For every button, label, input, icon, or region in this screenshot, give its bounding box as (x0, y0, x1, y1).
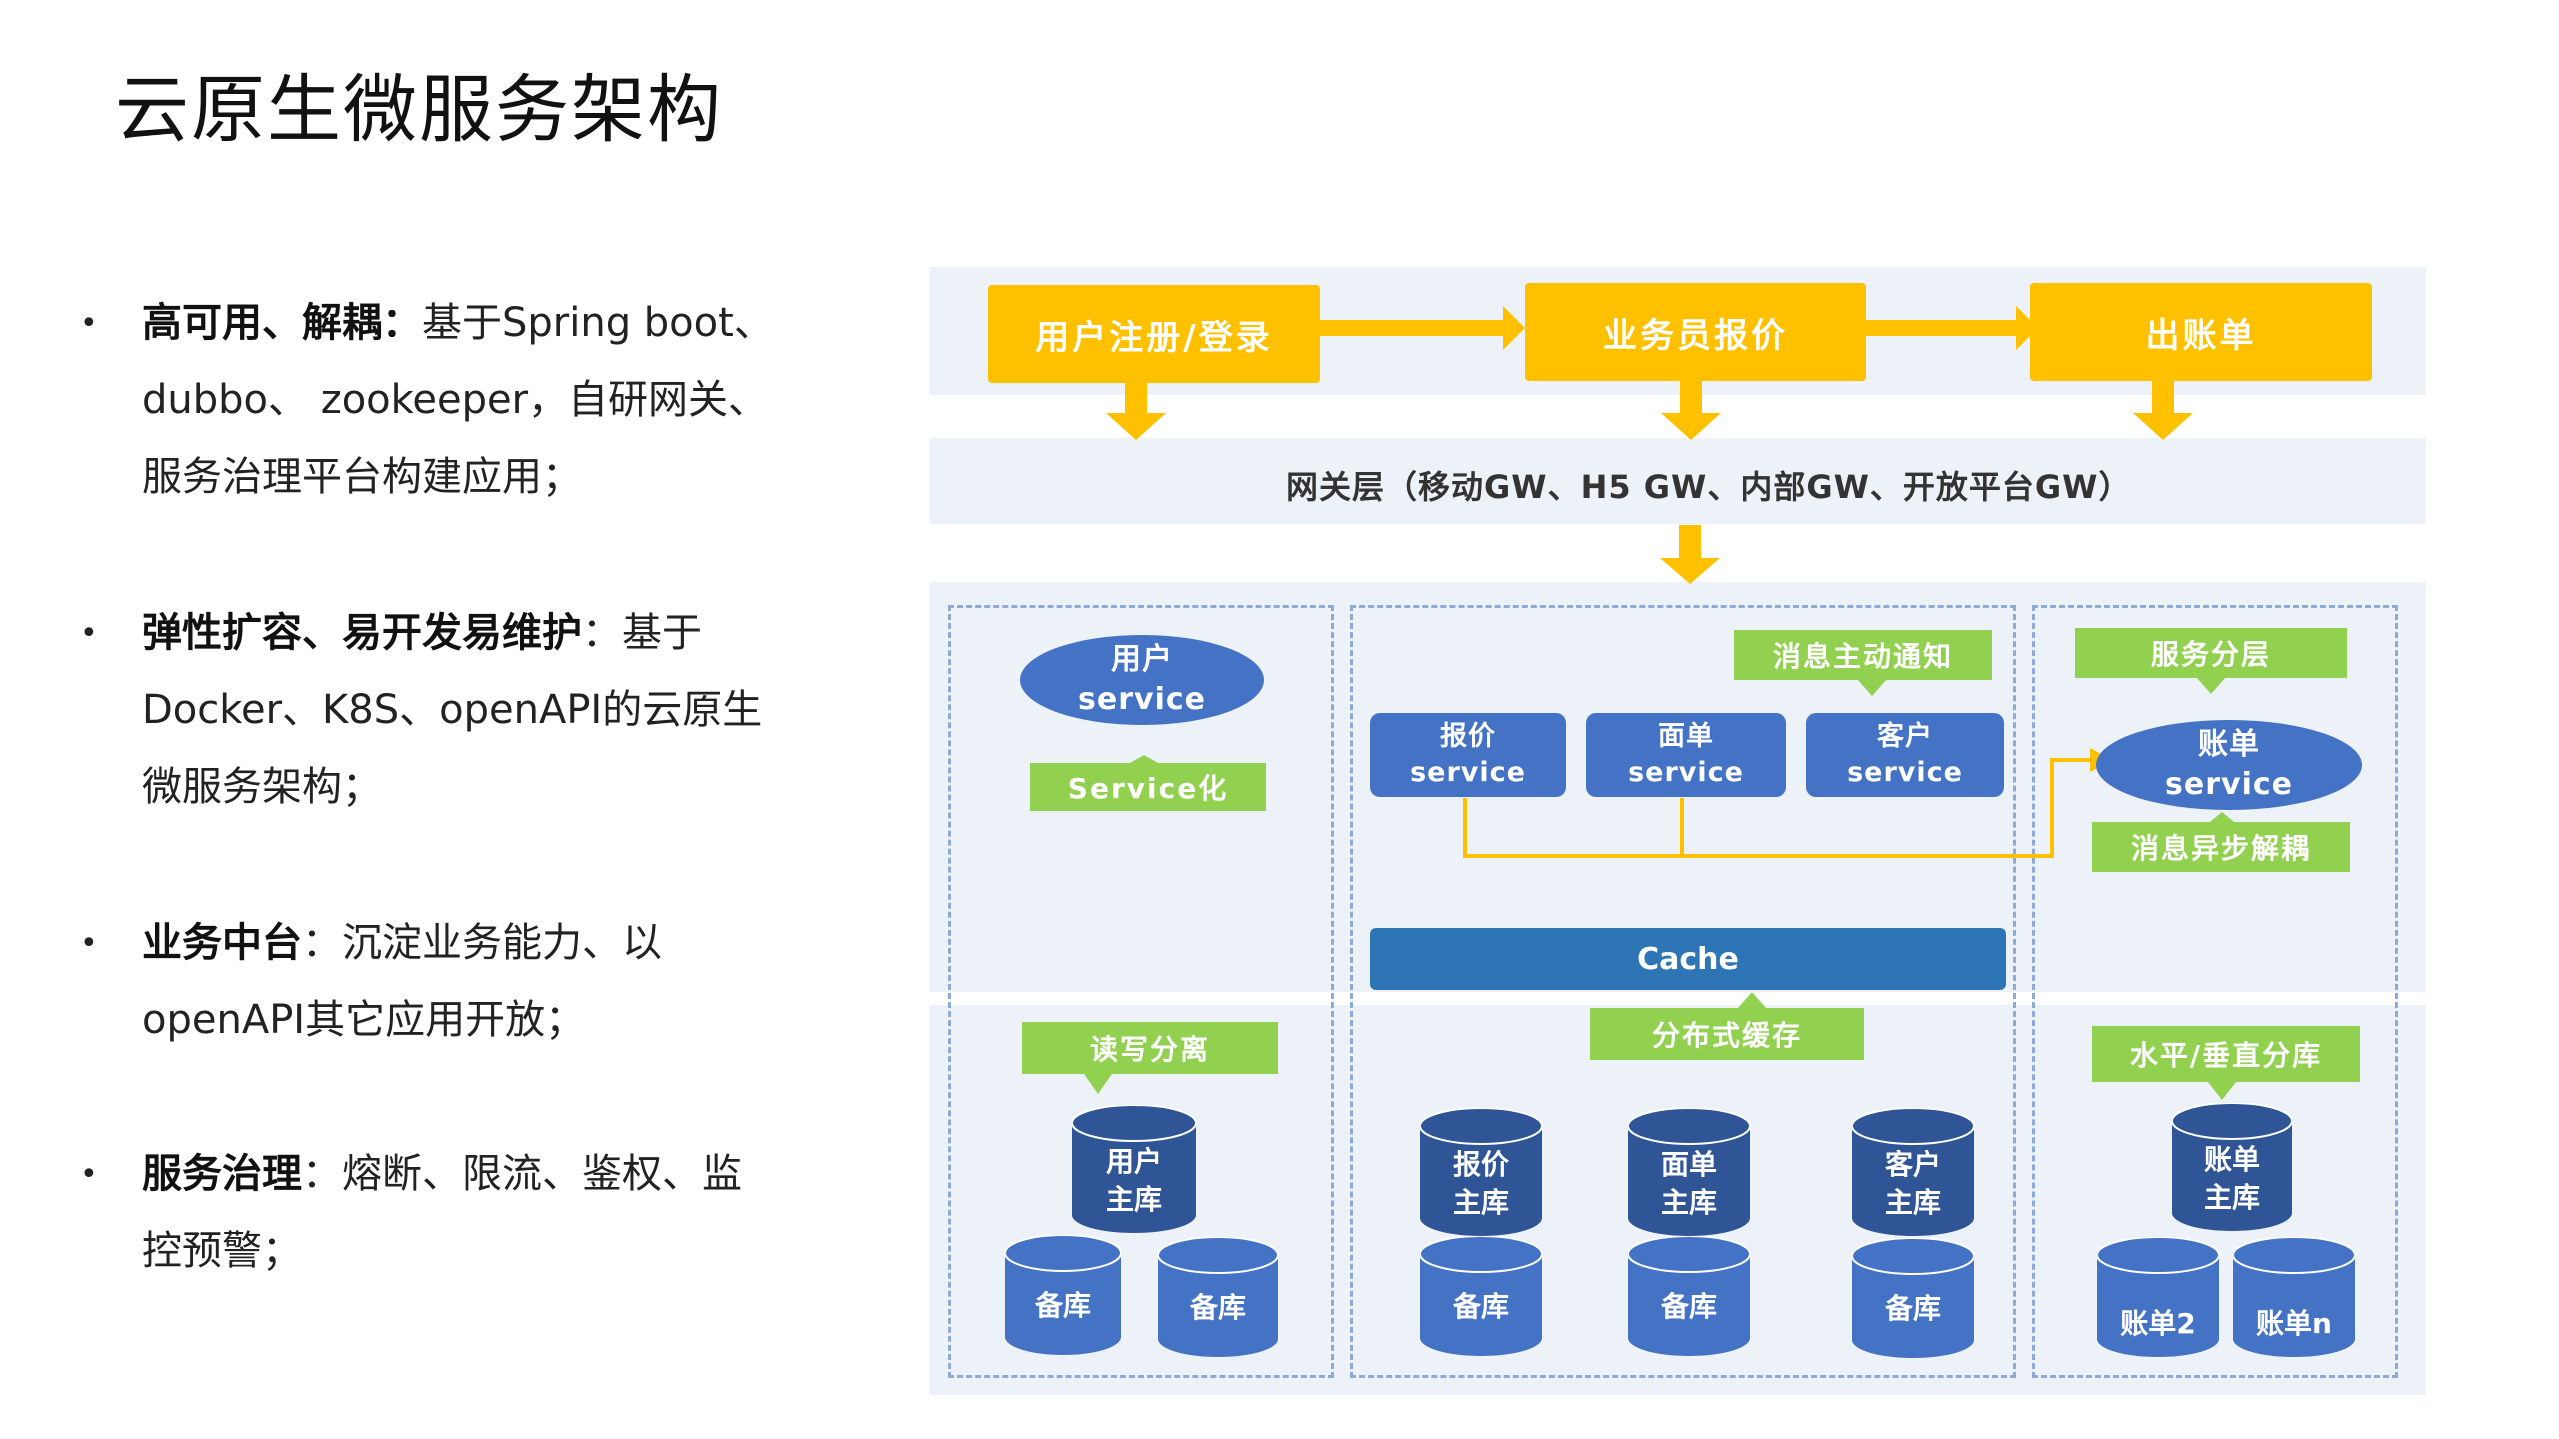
customer-main-db-label-2: 主库 (1884, 1186, 1941, 1219)
bill-shard-2-label: 账单2 (2120, 1307, 2196, 1340)
bullet-body: ：基于Docker、K8S、openAPI的云原生微服务架构； (142, 610, 763, 810)
user-backup-db-2: 备库 (1157, 1236, 1279, 1357)
bullet-dot-icon: • (80, 306, 98, 341)
bullet-high-availability: • 高可用、解耦：基于Spring boot、dubbo、 zookeeper，… (80, 285, 780, 516)
notify-callout: 消息主动通知 (1772, 640, 1953, 673)
bill-service-node: 账单 service (2096, 720, 2362, 810)
customer-service-type: service (1847, 757, 1963, 788)
dist-cache-callout-shape (1590, 992, 1864, 1060)
bullet-dot-icon: • (80, 926, 98, 961)
gateway-layer-label: 网关层（移动GW、H5 GW、内部GW、开放平台GW） (1286, 468, 2132, 506)
quote-service-type: service (1410, 757, 1526, 788)
bullet-dot-icon: • (80, 1157, 98, 1192)
flow-issue-bill: 出账单 (2030, 283, 2372, 381)
page-title: 云原生微服务架构 (115, 67, 723, 153)
dist-cache-callout: 分布式缓存 (1651, 1019, 1802, 1052)
customer-service-name: 客户 (1877, 721, 1933, 752)
user-domain-group (948, 605, 1334, 1378)
quote-main-db-label-2: 主库 (1452, 1186, 1509, 1219)
async-callout-shape (2092, 812, 2350, 872)
bill-service-name: 账单 (2198, 727, 2260, 762)
notify-callout-shape (1734, 630, 1992, 696)
user-main-db-label-1: 用户 (1105, 1145, 1162, 1178)
waybill-main-db: 面单 主库 (1627, 1107, 1751, 1236)
bill-service-type: service (2165, 767, 2293, 802)
bill-shard-n-label: 账单n (2256, 1307, 2332, 1340)
gateway-band (930, 438, 2426, 524)
servicize-callout: Service化 (1067, 772, 1229, 805)
quote-service-name: 报价 (1440, 721, 1496, 752)
bullet-dot-icon: • (80, 616, 98, 651)
waybill-main-db-label-1: 面单 (1660, 1148, 1717, 1181)
customer-main-db-label-1: 客户 (1884, 1148, 1941, 1181)
user-service-type: service (1078, 682, 1206, 717)
quote-main-db-label-1: 报价 (1452, 1148, 1509, 1181)
flow-arrow-2 (1866, 320, 2016, 336)
bullet-body: ：熔断、限流、鉴权、监控预警； (142, 1151, 742, 1274)
backup-db-label: 备库 (1660, 1290, 1717, 1323)
core-domain-group (1350, 605, 2016, 1378)
user-backup-db-1: 备库 (1004, 1234, 1122, 1355)
layering-callout: 服务分层 (2150, 638, 2271, 671)
user-main-db-label-2: 主库 (1105, 1183, 1162, 1216)
cache-bar: Cache (1370, 928, 2006, 990)
bullet-heading: 弹性扩容、易开发易维护 (142, 610, 582, 656)
flow-register-login: 用户注册/登录 (988, 285, 1320, 383)
bill-main-db-label-2: 主库 (2203, 1181, 2260, 1214)
waybill-main-db-label-2: 主库 (1660, 1186, 1717, 1219)
rw-split-callout-shape (1022, 1022, 1278, 1094)
bullet-heading: 高可用、解耦： (142, 300, 422, 346)
backup-db-label: 备库 (1884, 1292, 1941, 1325)
bill-domain-group (2032, 605, 2398, 1378)
sharding-callout-shape (2092, 1026, 2360, 1100)
backup-db-label: 备库 (1034, 1289, 1091, 1322)
bill-shard-n-db: 账单n (2232, 1236, 2356, 1357)
bullet-heading: 服务治理 (142, 1151, 302, 1197)
flow-agent-quote: 业务员报价 (1525, 283, 1866, 381)
bill-shard-2-db: 账单2 (2096, 1236, 2220, 1357)
bill-main-db: 账单 主库 (2171, 1102, 2293, 1231)
sharding-callout: 水平/垂直分库 (2129, 1039, 2323, 1072)
notify-connector (1463, 758, 2090, 858)
waybill-service-name: 面单 (1658, 721, 1714, 752)
customer-main-db: 客户 主库 (1851, 1107, 1975, 1236)
bullet-elastic-scaling: • 弹性扩容、易开发易维护：基于Docker、K8S、openAPI的云原生微服… (80, 595, 780, 826)
bullet-heading: 业务中台 (142, 920, 302, 966)
flow-arrow-1 (1320, 320, 1503, 336)
customer-service-node: 客户 service (1806, 713, 2004, 797)
flow-arrowhead-1 (1503, 306, 1525, 350)
async-callout: 消息异步解耦 (2130, 832, 2311, 865)
waybill-backup-db: 备库 (1627, 1235, 1751, 1356)
quote-service-node: 报价 service (1370, 713, 1566, 797)
rw-split-callout: 读写分离 (1089, 1033, 1210, 1066)
layering-callout-shape (2075, 628, 2347, 694)
customer-backup-db: 备库 (1851, 1237, 1975, 1358)
bill-main-db-label-1: 账单 (2203, 1143, 2260, 1176)
flow-arrowhead-2 (2016, 306, 2038, 350)
bullet-body: ：沉淀业务能力、以openAPI其它应用开放； (142, 920, 662, 1043)
waybill-service-type: service (1628, 757, 1744, 788)
bullet-body: 基于Spring boot、dubbo、 zookeeper，自研网关、服务治理… (142, 300, 774, 500)
user-main-db: 用户 主库 (1071, 1104, 1197, 1233)
quote-main-db: 报价 主库 (1419, 1107, 1543, 1236)
bullet-business-platform: • 业务中台：沉淀业务能力、以openAPI其它应用开放； (80, 905, 780, 1059)
bullet-service-governance: • 服务治理：熔断、限流、鉴权、监控预警； (80, 1136, 780, 1290)
quote-backup-db: 备库 (1419, 1235, 1543, 1356)
servicize-callout-shape (1030, 755, 1266, 811)
user-service-node: 用户 service (1020, 635, 1264, 725)
waybill-service-node: 面单 service (1586, 713, 1786, 797)
backup-db-label: 备库 (1189, 1291, 1246, 1324)
backup-db-label: 备库 (1452, 1290, 1509, 1323)
user-service-name: 用户 (1111, 642, 1173, 677)
